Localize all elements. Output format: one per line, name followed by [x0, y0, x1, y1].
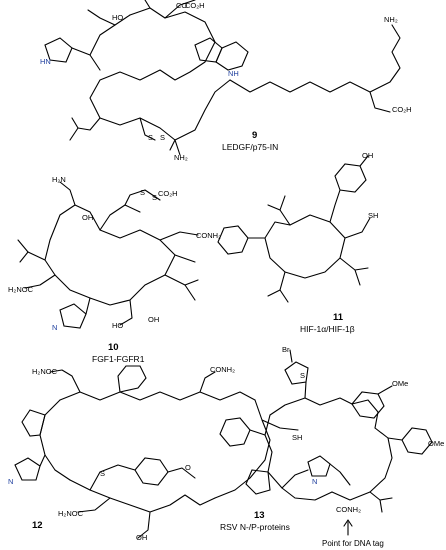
compound-13-structure: Br S OMe OMe CONH₂ N 13 RSV N-/P-protein…: [219, 345, 444, 550]
compound-11-structure: OH SH 11 HIF-1α/HIF-1β: [217, 151, 378, 334]
oh-label-11: OH: [362, 151, 373, 160]
dna-tag-annotation-line1: Point for DNA tag: [322, 539, 384, 548]
h2noc-label-10: H₂NOC: [8, 285, 34, 294]
compound-10-structure: H₂N S S CO₂H CONH₂ OH H₂NOC HO OH N 10 F…: [8, 175, 221, 364]
compound-number-12: 12: [32, 520, 43, 531]
svg-text:CO: CO: [176, 1, 187, 10]
co2h-label-9: CO₂H: [185, 1, 205, 10]
ho-label-10: HO: [112, 321, 123, 330]
oh-label-12: OH: [136, 533, 147, 542]
svg-text:HO: HO: [112, 13, 123, 22]
ome-label-13b: OMe: [428, 439, 444, 448]
compound-9-structure: CO CO₂H HO HN NH S S NH₂ NH₂ CO₂H 9 LEDG…: [40, 0, 412, 162]
thiophene-s-label: S: [300, 371, 305, 380]
nh2-label-9: NH₂: [174, 153, 188, 162]
imidazole-nh-label: HN: [40, 57, 51, 66]
sh-label-11: SH: [368, 211, 378, 220]
compound-caption-13: RSV N-/P-proteins: [220, 522, 290, 532]
co2h-label-10: CO₂H: [158, 189, 178, 198]
lysine-nh2-label: NH₂: [384, 15, 398, 24]
h2noc-label-12: H₂NOC: [32, 367, 58, 376]
compound-number-10: 10: [108, 342, 119, 353]
ome-label-13a: OMe: [392, 379, 408, 388]
compound-caption-10: FGF1-FGFR1: [92, 354, 145, 364]
sulfur-label-12: S: [100, 469, 105, 478]
indole-nh-label: NH: [228, 69, 239, 78]
h2noc-label-12b: H₂NOC: [58, 509, 84, 518]
compound-12-structure: H₂NOC CONH₂ S O SH H₂NOC OH N 12: [8, 365, 302, 542]
sulfur-label-2: S: [160, 133, 165, 142]
sulfur-label-1: S: [148, 133, 153, 142]
sulfur-label-4: S: [152, 193, 157, 202]
compound-number-13: 13: [254, 510, 265, 521]
oh-label-10: OH: [82, 213, 93, 222]
compound-caption-11: HIF-1α/HIF-1β: [300, 324, 355, 334]
sh-label-12: SH: [292, 433, 302, 442]
oxygen-label-12: O: [185, 463, 191, 472]
triazole-n-label: N: [312, 477, 317, 486]
br-label-13: Br: [282, 345, 290, 354]
compound-number-9: 9: [252, 130, 257, 141]
conh2-label-12: CONH₂: [210, 365, 235, 374]
imidazole-n-label-10: N: [52, 323, 57, 332]
compound-caption-9: LEDGF/p75-IN: [222, 142, 278, 152]
nh2-label-10: H₂N: [52, 175, 66, 184]
sulfur-label-3: S: [140, 188, 145, 197]
co2h-label-9b: CO₂H: [392, 105, 412, 114]
imidazole-n-label-12: N: [8, 477, 13, 486]
oh-label-10b: OH: [148, 315, 159, 324]
conh2-label-13: CONH₂: [336, 505, 361, 514]
compound-number-11: 11: [333, 312, 344, 323]
conh2-label-10: CONH₂: [196, 231, 221, 240]
